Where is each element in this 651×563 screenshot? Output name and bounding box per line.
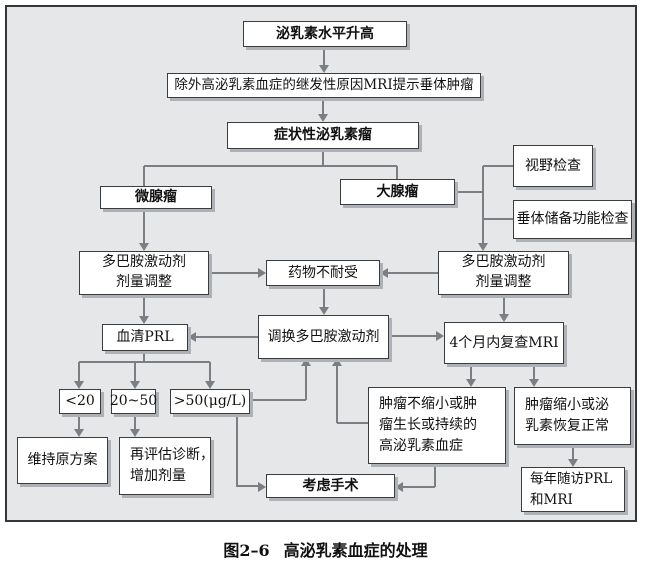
connector-line [322, 98, 324, 114]
connector-arrowhead [188, 332, 196, 342]
connector-arrowhead [319, 307, 329, 315]
connector-line [470, 364, 472, 380]
node-symptomatic-prolactinoma: 症状性泌乳素瘤 [227, 122, 419, 149]
connector-arrowhead [499, 314, 509, 322]
connector-arrowhead [332, 358, 342, 366]
connector-line [402, 486, 435, 488]
connector-line [134, 414, 136, 430]
figure-caption-title: 高泌乳素血症的处理 [283, 541, 428, 560]
connector-arrowhead [139, 316, 149, 324]
connector-arrowhead [478, 243, 488, 251]
node-annual-followup-prl-mri: 每年随访PRL 和MRI [521, 467, 625, 512]
node-exclude-secondary-causes: 除外高泌乳素血症的继发性原因MRI提示垂体肿瘤 [167, 73, 481, 98]
connector-line [143, 209, 145, 244]
figure-caption-number: 图2–6 [223, 541, 270, 560]
node-switch-dopamine-agonist: 调换多巴胺激动剂 [258, 315, 389, 359]
connector-arrowhead [258, 268, 266, 278]
node-maintain-regimen: 维持原方案 [17, 437, 108, 484]
connector-arrowhead [466, 379, 476, 387]
connector-line [503, 295, 505, 314]
node-dopamine-agonist-adjust-left: 多巴胺激动剂 剂量调整 [79, 251, 209, 295]
connector-arrowhead [529, 379, 539, 387]
connector-arrowhead [139, 243, 149, 251]
connector-line [305, 365, 307, 400]
connector-line [78, 362, 80, 382]
connector-line [386, 272, 438, 274]
connector-line [323, 47, 325, 65]
connector-line [143, 351, 145, 363]
connector-line [482, 166, 484, 243]
connector-arrowhead [318, 114, 328, 122]
connector-line [79, 361, 210, 363]
connector-line [336, 365, 338, 423]
connector-arrowhead [258, 482, 266, 492]
node-prl-gt-50: >50(μg/L) [170, 389, 250, 414]
node-repeat-mri-4-months: 4个月内复查MRI [444, 322, 564, 364]
connector-arrowhead [568, 459, 578, 467]
connector-line [196, 336, 258, 338]
node-tumor-shrinking: 肿瘤缩小或泌 乳素恢复正常 [514, 387, 631, 445]
connector-line [144, 165, 397, 167]
connector-line [323, 286, 325, 307]
connector-arrowhead [395, 482, 403, 492]
connector-line [236, 414, 238, 487]
connector-line [337, 422, 368, 424]
connector-arrowhead [130, 429, 140, 437]
connector-arrowhead [130, 381, 140, 389]
connector-line [143, 166, 145, 186]
connector-line [209, 362, 211, 382]
connector-arrowhead [301, 358, 311, 366]
node-dopamine-agonist-adjust-right: 多巴胺激动剂 剂量调整 [438, 251, 569, 295]
connector-line [209, 272, 258, 274]
connector-line [322, 149, 324, 166]
connector-arrowhead [436, 331, 444, 341]
node-prl-20-50: 20~50 [110, 389, 157, 414]
connector-line [572, 445, 574, 460]
connector-line [134, 362, 136, 382]
node-consider-surgery: 考虑手术 [266, 474, 395, 498]
node-drug-intolerance: 药物不耐受 [266, 260, 380, 286]
connector-arrowhead [319, 65, 329, 73]
connector-arrowhead [74, 429, 84, 437]
node-microadenoma: 微腺瘤 [100, 186, 212, 209]
connector-line [389, 335, 436, 337]
node-prl-lt-20: <20 [59, 389, 101, 414]
connector-arrowhead [74, 381, 84, 389]
connector-line [237, 485, 258, 487]
node-visual-field-exam: 视野检查 [513, 145, 593, 187]
connector-line [533, 364, 535, 380]
connector-line [483, 218, 513, 220]
node-macroadenoma: 大腺瘤 [340, 179, 455, 205]
connector-line [455, 191, 483, 193]
connector-line [483, 165, 513, 167]
node-pituitary-reserve-exam: 垂体储备功能检查 [513, 200, 632, 239]
connector-line [250, 399, 306, 401]
figure-caption: 图2–6 高泌乳素血症的处理 [0, 537, 651, 561]
connector-line [434, 463, 436, 487]
node-serum-prl: 血清PRL [102, 324, 188, 351]
connector-line [143, 295, 145, 316]
connector-arrowhead [380, 268, 388, 278]
node-reevaluate-increase-dose: 再评估诊断， 增加剂量 [119, 437, 214, 495]
connector-line [396, 166, 398, 179]
connector-arrowhead [205, 381, 215, 389]
connector-line [78, 414, 80, 430]
node-tumor-not-shrinking: 肿瘤不缩小或肿 瘤生长或持续的 高泌乳素血症 [368, 387, 506, 464]
node-prolactin-elevated: 泌乳素水平升高 [243, 21, 407, 47]
